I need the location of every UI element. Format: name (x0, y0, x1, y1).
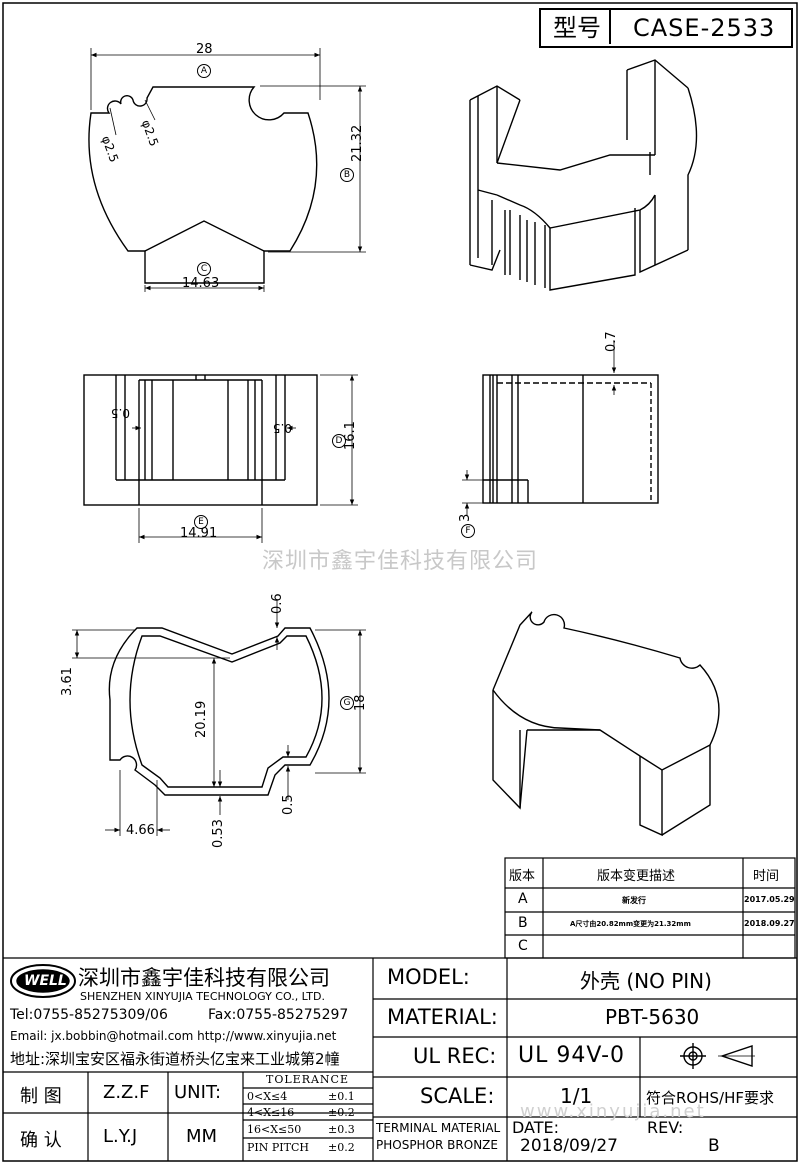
rev-row-b-desc: A尺寸由20.82mm变更为21.32mm (570, 920, 691, 928)
dim-top-width: 28 (196, 42, 213, 57)
tol-range-3: 16<X≤50 (247, 1123, 302, 1136)
company-fax: Fax:0755-85275297 (208, 1007, 349, 1023)
tol-range-2: 4<X≤16 (247, 1106, 295, 1119)
well-logo (10, 964, 76, 998)
dim-front-r2: 0.5 (272, 421, 292, 435)
unit-label: UNIT: (174, 1082, 222, 1103)
company-address: 地址:深圳宝安区福永街道桥头亿宝来工业城第2幢 (10, 1050, 340, 1068)
tol-value-4: ±0.2 (328, 1141, 355, 1154)
watermark: 深圳市鑫宇佳科技有限公司 (261, 549, 538, 574)
tolerance-title: TOLERANCE (266, 1073, 349, 1086)
projection-cone-icon (718, 1045, 755, 1067)
rohs-note: 符合ROHS/HF要求 (646, 1089, 774, 1107)
marker-d: D (332, 434, 346, 448)
side-view (462, 340, 659, 515)
rev-value: B (708, 1136, 720, 1156)
date-value: 2018/09/27 (520, 1136, 618, 1156)
rev-row-c-ver: C (518, 938, 528, 954)
marker-b: B (340, 168, 354, 182)
rev-label: REV: (647, 1118, 684, 1137)
rev-row-b-date: 2018.09.27 (744, 919, 795, 928)
draw-label: 制 图 (20, 1086, 62, 1107)
company-tel: Tel:0755-85275309/06 (10, 1007, 168, 1023)
tol-range-1: 0<X≤4 (247, 1090, 288, 1103)
marker-c: C (197, 262, 211, 276)
check-label: 确 认 (20, 1130, 62, 1151)
model-value: 外壳 (NO PIN) (580, 969, 712, 993)
marker-f: F (461, 524, 475, 538)
iso-view-1 (469, 59, 698, 291)
dim-sec-left: 3.61 (60, 667, 75, 696)
type-label: 型号 (553, 14, 601, 42)
rev-row-a-date: 2017.05.29 (744, 895, 795, 904)
rev-row-a-ver: A (518, 891, 528, 907)
ulrec-value: UL 94V-0 (518, 1043, 626, 1068)
dim-sec-height: 18 (353, 694, 368, 711)
dim-front-width: 14.91 (180, 526, 218, 541)
tol-value-1: ±0.1 (328, 1090, 355, 1103)
rev-header-version: 版本 (509, 869, 536, 884)
dim-side-bottom: 3 (458, 513, 473, 522)
dim-sec-inner: 20.19 (194, 700, 209, 738)
draw-name: Z.Z.F (103, 1082, 150, 1103)
marker-g: G (340, 696, 354, 710)
dim-top-bottom: 14.63 (182, 276, 220, 291)
dim-sec-b2: 0.5 (281, 794, 296, 815)
scale-label: SCALE: (420, 1084, 495, 1108)
model-label: MODEL: (387, 965, 470, 989)
front-view (83, 374, 358, 543)
dim-front-r1: 0.5 (110, 406, 130, 420)
unit-value: MM (186, 1126, 218, 1147)
watermark-url: www.xinyujia.net (520, 1101, 706, 1122)
dim-sec-bottom-left: 4.66 (126, 823, 155, 838)
company-name-cn: 深圳市鑫宇佳科技有限公司 (78, 966, 330, 990)
company-email: Email: jx.bobbin@hotmail.com http://www.… (10, 1029, 337, 1043)
ulrec-label: UL REC: (413, 1044, 497, 1068)
rev-row-a-desc: 新发行 (622, 896, 646, 905)
dim-side-top: 0.7 (604, 331, 619, 352)
crosshair-icon (680, 1043, 706, 1069)
dim-top-height: 21.32 (350, 124, 365, 162)
rev-header-desc: 版本变更描述 (597, 869, 676, 884)
marker-e: E (194, 515, 208, 529)
check-name: L.Y.J (103, 1126, 138, 1147)
rev-row-b-ver: B (518, 915, 528, 931)
terminal-material-1: TERMINAL MATERIAL (376, 1121, 501, 1135)
material-value: PBT-5630 (605, 1005, 700, 1029)
tol-value-2: ±0.2 (328, 1106, 355, 1119)
tol-value-3: ±0.3 (328, 1123, 355, 1136)
terminal-material-2: PHOSPHOR BRONZE (376, 1138, 498, 1152)
company-name-en: SHENZHEN XINYUJIA TECHNOLOGY CO., LTD. (80, 990, 325, 1003)
case-number: CASE-2533 (633, 14, 776, 42)
top-view (88, 48, 366, 292)
header-box: 型号 CASE-2533 (539, 8, 793, 48)
rev-header-date: 时间 (753, 869, 780, 884)
logo-text: WELL (24, 973, 67, 989)
scale-value: 1/1 (560, 1084, 593, 1108)
material-label: MATERIAL: (387, 1005, 498, 1029)
iso-view-2 (492, 611, 720, 837)
tol-range-4: PIN PITCH (247, 1141, 309, 1154)
dim-sec-b1: 0.53 (211, 819, 226, 848)
dim-front-height: 16.1 (343, 421, 358, 450)
marker-a: A (197, 64, 211, 78)
section-view (72, 600, 366, 836)
date-label: DATE: (512, 1118, 560, 1137)
dim-sec-gap-top: 0.6 (270, 593, 285, 614)
